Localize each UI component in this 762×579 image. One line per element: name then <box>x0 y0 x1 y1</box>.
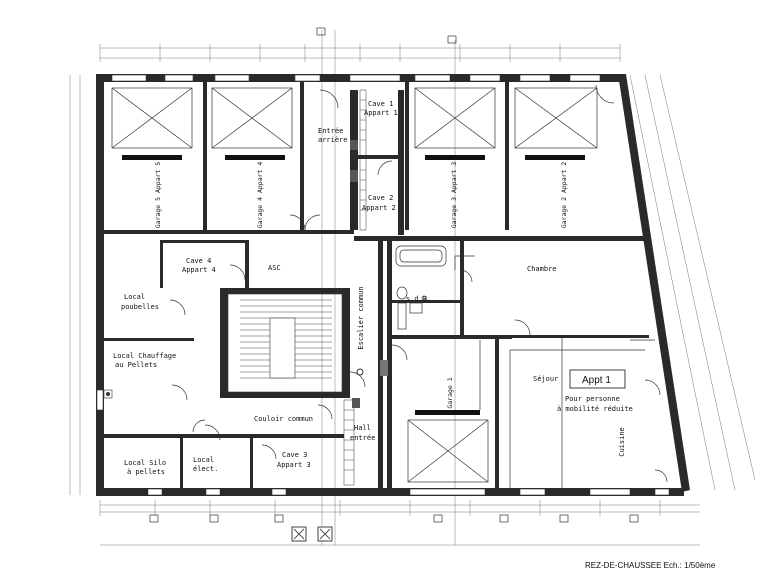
garage-4-label: Garage 4 Appart 4 <box>256 162 264 229</box>
hall-label-2: entrée <box>350 434 375 442</box>
stair-flights <box>227 89 367 486</box>
cave-1-label-1: Cave 1 <box>368 100 393 108</box>
pmr-label-1: Pour personne <box>565 395 620 403</box>
entree-label-1: Entrée <box>318 127 343 135</box>
door-swings <box>169 84 668 483</box>
local-elec-label-2: élect. <box>193 465 218 473</box>
local-poubelles-label-2: poubelles <box>121 303 159 311</box>
appt-box <box>569 369 626 389</box>
local-silo-label-2: à pellets <box>127 468 165 476</box>
cave-3-label-1: Cave 3 <box>282 451 307 459</box>
garage-2-label: Garage 2 Appart 2 <box>560 162 568 229</box>
garage-1-label: Garage 1 <box>446 377 454 408</box>
sdb-label: s.d.B. <box>406 295 431 303</box>
local-silo-label-1: Local Silo <box>124 459 166 467</box>
asc-label: ASC <box>268 264 281 272</box>
chambre-label: Chambre <box>527 265 557 273</box>
entree-label-2: arrière <box>318 136 348 144</box>
cave-2-label-1: Cave 2 <box>368 194 393 202</box>
bathroom-fixtures <box>395 245 447 330</box>
local-chauffage-label-1: Local Chauffage <box>113 352 176 360</box>
section-markers <box>291 526 333 542</box>
cave-1-label-2: Appart 1 <box>364 109 398 117</box>
room-labels: Garage 5 Appart 5 Garage 4 Appart 4 Gara… <box>113 100 633 476</box>
garage-bars <box>122 155 585 415</box>
outer-walls <box>96 74 690 496</box>
couloir-label: Couloir commun <box>254 415 313 423</box>
inner-walls <box>104 82 649 490</box>
garage-5-label: Garage 5 Appart 5 <box>154 162 162 229</box>
escalier-label: Escalier commun <box>357 286 365 349</box>
local-elec-label-1: Local <box>193 456 214 464</box>
drawing-caption: REZ-DE-CHAUSSEE Ech.: 1/50ème <box>585 561 716 570</box>
cave-2-label-2: Appart 2 <box>362 204 396 212</box>
hall-label-1: Hall <box>354 424 371 432</box>
cave-4-label-1: Cave 4 <box>186 257 211 265</box>
local-chauffage-label-2: au Pellets <box>115 361 157 369</box>
dimension-lines <box>69 27 756 546</box>
cuisine-label: Cuisine <box>618 427 626 457</box>
pmr-label-2: à mobilité réduite <box>557 405 633 413</box>
cave-4-label-2: Appart 4 <box>182 266 216 274</box>
garage-slabs <box>111 87 598 483</box>
garage-3-label: Garage 3 Appart 3 <box>450 162 458 229</box>
appt-1-label: Appt 1 <box>582 375 611 386</box>
cave-3-label-2: Appart 3 <box>277 461 311 469</box>
structural-marks <box>103 140 388 408</box>
sejour-label: Séjour <box>533 375 558 383</box>
local-poubelles-label-1: Local <box>124 293 145 301</box>
appartment-lines <box>454 255 655 488</box>
